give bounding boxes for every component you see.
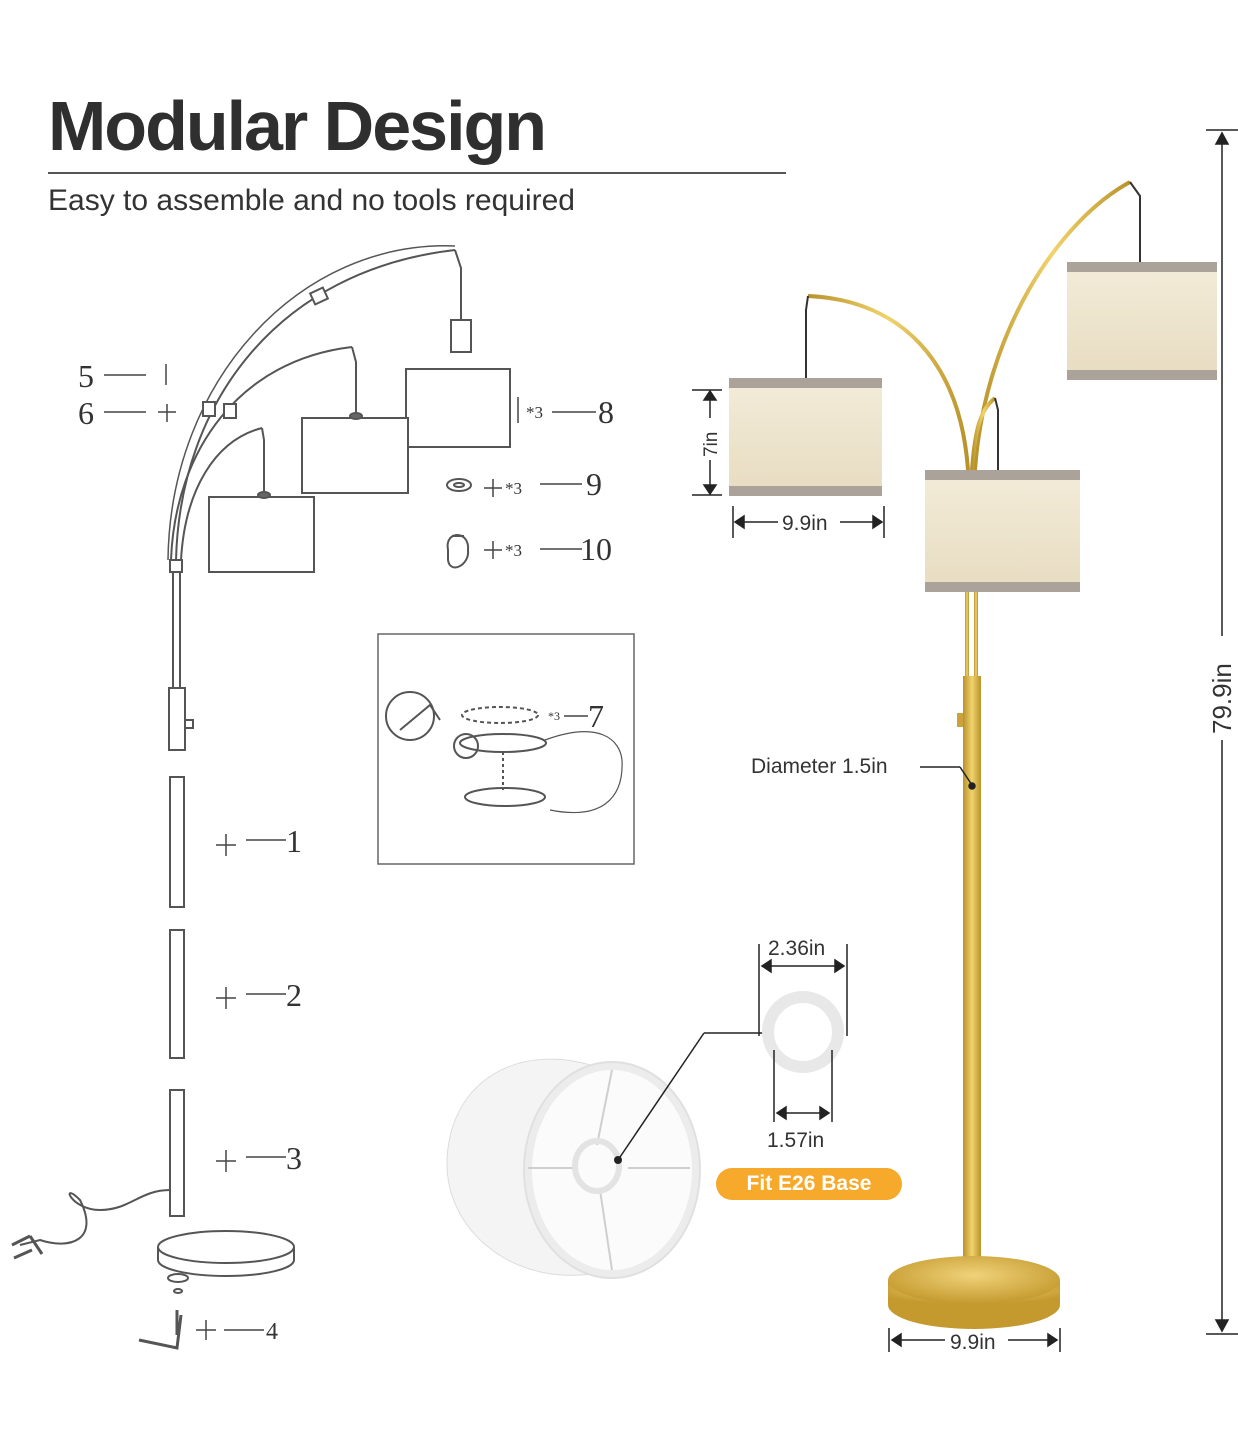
shade-outline-mid: [301, 417, 409, 494]
dim-total-height: 79.9in: [1207, 663, 1237, 734]
shade-closeup: [446, 1032, 768, 1279]
page-subtitle: Easy to assemble and no tools required: [48, 184, 575, 217]
part-label-7: 7: [588, 698, 604, 734]
part-label-2: 2: [286, 977, 302, 1013]
arc-arm-low: [180, 427, 263, 561]
dim-ring-inner: 1.57in: [767, 1129, 824, 1152]
arc-arm-top: [175, 249, 456, 561]
pole-segment-2: [169, 929, 185, 1059]
arc-arm-middle: [170, 346, 353, 561]
dim-ring-outer: 2.36in: [768, 937, 825, 960]
part-label-9: 9: [586, 466, 602, 502]
base-plate: [157, 1230, 295, 1264]
dim-base-width: 9.9in: [950, 1331, 996, 1354]
assembled-lamp: [729, 180, 1217, 1329]
dimension-lines: [692, 129, 1238, 1352]
qty-label-shade: *3: [526, 403, 543, 422]
detail-inset-box: [377, 633, 635, 865]
part-label-5: 5: [78, 358, 94, 394]
page-title: Modular Design: [48, 87, 547, 165]
shade-right: [1067, 262, 1217, 380]
shade-center: [925, 470, 1080, 592]
lamp-ring: [758, 944, 848, 1122]
part-label-4: 4: [266, 1319, 278, 1345]
dim-pole-diameter: Diameter 1.5in: [751, 755, 888, 778]
part-label-3: 3: [286, 1140, 302, 1176]
part-label-8: 8: [598, 394, 614, 430]
shade-outline-top: [405, 368, 511, 448]
gold-base: [888, 1256, 1060, 1304]
shade-left: [729, 378, 882, 496]
qty-label-inset: *3: [548, 709, 560, 723]
dim-shade-height: 7in: [701, 432, 722, 457]
part-label-6: 6: [78, 395, 94, 431]
part-label-10: 10: [580, 531, 612, 567]
title-divider: [48, 172, 786, 174]
qty-label-ring: *3: [505, 479, 522, 498]
qty-label-bulb: *3: [505, 541, 522, 560]
part-label-1: 1: [286, 823, 302, 859]
shade-outline-low: [208, 496, 315, 573]
gold-pole: [963, 676, 981, 1286]
fit-e26-base-badge: Fit E26 Base: [716, 1168, 902, 1200]
pole-segment-3: [169, 1089, 185, 1217]
exploded-view: [11, 245, 635, 1350]
pole-segment-1: [169, 776, 185, 908]
dim-shade-width: 9.9in: [782, 512, 828, 535]
callout-lines: [104, 364, 596, 1340]
